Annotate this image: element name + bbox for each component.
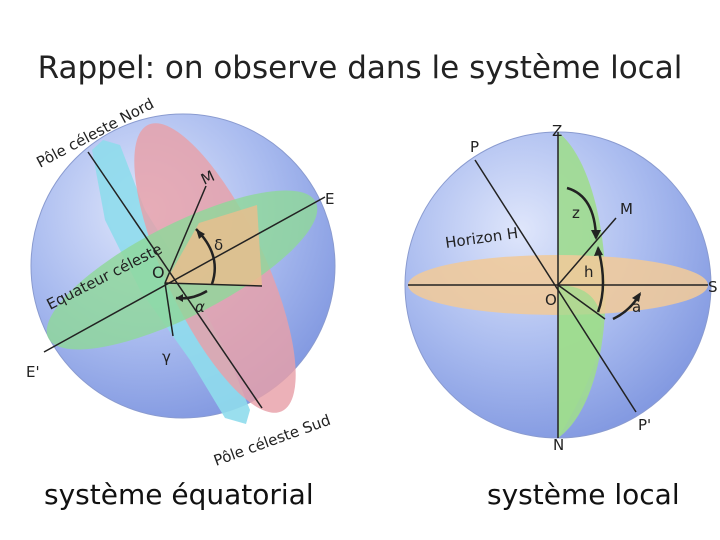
om-line-local bbox=[557, 217, 617, 286]
label-height: h bbox=[584, 263, 594, 281]
local-meridian-front bbox=[558, 285, 602, 438]
label-nadir: N bbox=[553, 436, 564, 454]
om-line bbox=[164, 185, 207, 284]
local-diagram: Z N P P' M z Horizon H h O a S bbox=[404, 122, 718, 454]
o-gamma-line bbox=[164, 282, 174, 337]
slide-title: Rappel: on observe dans le système local bbox=[37, 50, 683, 86]
equatorial-diagram: Pôle céleste Nord Pôle céleste Sud Equat… bbox=[26, 94, 336, 470]
label-west: E' bbox=[26, 363, 40, 381]
hour-circle-wedge bbox=[165, 205, 262, 286]
label-origin-local: O bbox=[545, 291, 557, 309]
label-pole-sud: Pôle céleste Sud bbox=[211, 411, 333, 470]
label-zenith-distance: z bbox=[572, 204, 580, 222]
label-pole-opposite: P' bbox=[638, 416, 651, 434]
east-west-axis bbox=[43, 196, 326, 353]
z-arrow bbox=[591, 230, 601, 240]
caption-equatorial: système équatorial bbox=[44, 478, 314, 511]
o-alpha-line bbox=[164, 282, 263, 287]
delta-arrow bbox=[196, 229, 205, 239]
label-azimuth: a bbox=[632, 298, 641, 316]
label-zenith: Z bbox=[552, 122, 562, 140]
o-projection-line bbox=[557, 284, 606, 320]
label-declination: δ bbox=[214, 236, 223, 254]
caption-local: système local bbox=[487, 478, 680, 511]
label-origin: O bbox=[152, 263, 165, 282]
label-south: S bbox=[708, 278, 718, 296]
label-right-ascension: α bbox=[195, 298, 205, 316]
label-star-local: M bbox=[620, 200, 633, 218]
label-vernal-point: γ bbox=[162, 348, 171, 366]
label-east: E bbox=[325, 190, 334, 208]
h-arrow bbox=[594, 246, 603, 256]
alpha-arrow bbox=[176, 294, 183, 302]
label-pole: P bbox=[470, 138, 479, 156]
world-axis bbox=[474, 159, 637, 413]
a-arrow bbox=[632, 292, 641, 302]
